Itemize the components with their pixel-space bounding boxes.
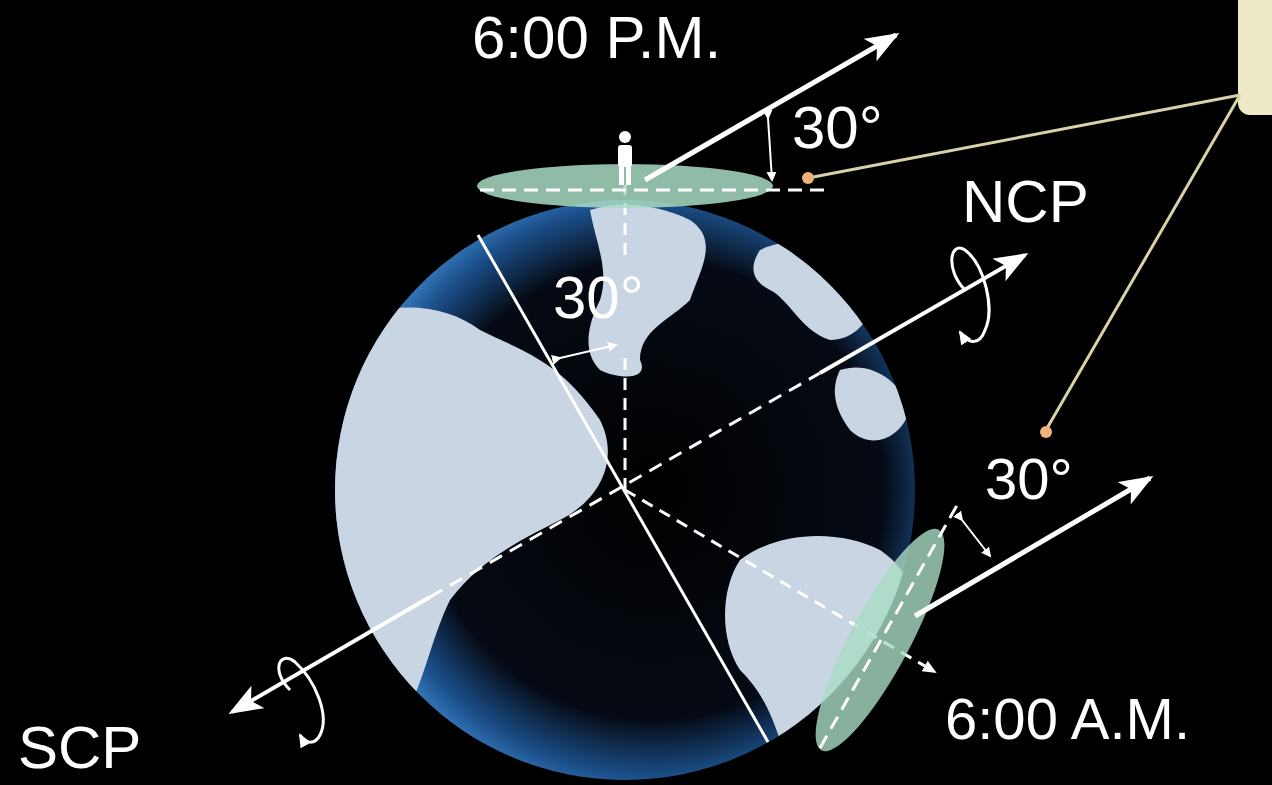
zenith-line xyxy=(624,350,627,490)
horizon-plane xyxy=(477,164,773,208)
continents xyxy=(333,205,914,758)
callout-box xyxy=(1238,0,1272,115)
rotation-axis xyxy=(820,255,1025,373)
leader-dot xyxy=(802,172,814,184)
angle-arrow xyxy=(768,118,772,180)
horizon-line xyxy=(480,189,832,192)
pole-label: SCP xyxy=(18,718,141,778)
pole-label: NCP xyxy=(962,172,1089,232)
angle-arrow xyxy=(962,520,990,556)
rotation-axis xyxy=(232,597,430,712)
observer-figure xyxy=(618,131,632,185)
angle-label: 30° xyxy=(792,98,883,158)
rotation-axis xyxy=(430,373,820,597)
leader-dot xyxy=(1040,426,1052,438)
meridian-line xyxy=(478,235,768,742)
angle-label: 30° xyxy=(553,268,644,328)
leader-line xyxy=(1046,95,1240,430)
angle-label: 30° xyxy=(985,450,1073,508)
angle-arrow xyxy=(560,345,616,358)
time-label: 6:00 A.M. xyxy=(945,690,1190,748)
time-label: 6:00 P.M. xyxy=(472,8,721,68)
horizon-line xyxy=(820,500,960,748)
